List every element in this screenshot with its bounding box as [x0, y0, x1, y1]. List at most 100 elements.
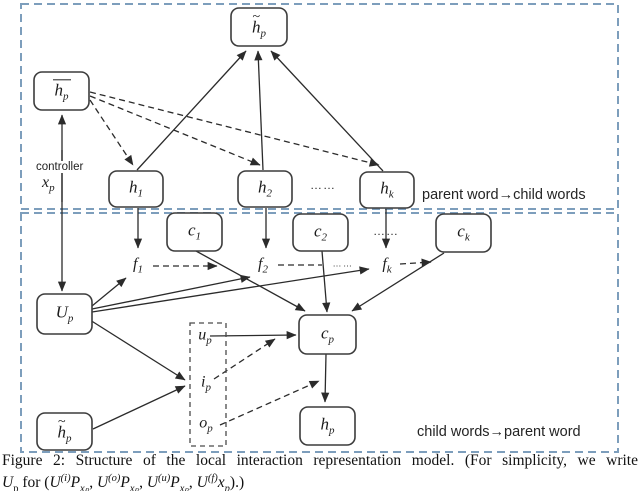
- label-dots-h: ……: [310, 178, 336, 192]
- label-f1: f1: [133, 256, 143, 275]
- edge-Up-to-fk: [91, 266, 370, 313]
- label-f1-sub: 1: [137, 263, 143, 276]
- node-ck-label: ck: [457, 222, 469, 243]
- label-fk-base: f: [382, 255, 387, 273]
- edge-c2-to-cp: [321, 250, 331, 313]
- node-h1-sub: 1: [137, 187, 144, 200]
- node-cp-base: c: [320, 322, 329, 342]
- node-hp-box: [299, 406, 356, 446]
- node-Up-sub: p: [67, 312, 74, 325]
- label-up-gate: up: [198, 327, 212, 346]
- node-hk-box: [359, 171, 415, 209]
- node-h1-box: [108, 170, 164, 208]
- caption-segment: P: [120, 474, 130, 491]
- caption-segment: U: [2, 474, 14, 491]
- edge-Up-to-ip: [89, 319, 186, 381]
- caption-segment: ,: [139, 474, 147, 491]
- label-op-gate: op: [199, 415, 213, 434]
- node-cp-label: cp: [321, 324, 334, 345]
- label-layer: parent word→child words child words→pare…: [35, 9, 586, 445]
- caption-segment: ,: [188, 474, 197, 491]
- node-hp-sub: p: [329, 424, 335, 437]
- label-ip-gate-base: i: [201, 373, 206, 391]
- node-c1-sub: 1: [195, 230, 202, 243]
- caption-segment: (i): [60, 473, 71, 484]
- node-h-bar-parent-base: h: [54, 80, 64, 100]
- label-op-gate-sub: p: [207, 422, 213, 435]
- edge-hbar-to-h2: [89, 95, 261, 166]
- node-cp-box: [298, 314, 357, 355]
- caption-segment: U: [96, 474, 109, 491]
- node-h1-base: h: [129, 177, 138, 197]
- node-h-tilde-child-label: ~hp: [57, 414, 72, 445]
- node-h-bar-parent-box: [33, 71, 90, 111]
- node-ck-box: [435, 213, 492, 253]
- label-op-gate-base: o: [199, 414, 208, 432]
- region-parent-to-child-border: [20, 3, 619, 210]
- caption-segment: P: [70, 474, 81, 491]
- node-h-tilde-child-box: [36, 412, 93, 451]
- caption-segment: ,: [89, 474, 97, 491]
- node-h-tilde-parent-accent: ~: [252, 9, 261, 25]
- edge-Up-to-f1: [91, 277, 127, 307]
- label-fk-sub: k: [386, 263, 392, 276]
- node-c2-base: c: [313, 220, 322, 240]
- node-c1-box: [166, 212, 223, 252]
- node-hk-base: h: [380, 178, 389, 198]
- node-c1-label: c1: [188, 221, 201, 242]
- controller-variable-sub: p: [49, 182, 55, 195]
- node-h-tilde-child-sub: p: [66, 432, 72, 445]
- node-h2-label: h2: [258, 178, 272, 199]
- caption-segment: (o): [108, 473, 121, 484]
- edge-fk-out-dashed: [399, 258, 432, 267]
- caption-segment: x: [217, 474, 225, 491]
- node-cp-sub: p: [328, 333, 335, 346]
- caption-segment: ).): [229, 474, 245, 491]
- caption-segment: P: [170, 474, 180, 491]
- label-f1-base: f: [133, 255, 138, 273]
- label-f2: f2: [258, 256, 268, 275]
- node-h-tilde-parent-box: [230, 7, 288, 47]
- caption-segment: xₚ: [129, 483, 140, 491]
- edge-htildechild-to-ip: [92, 385, 186, 430]
- caption-segment: U: [146, 474, 159, 491]
- edge-cp-to-hp: [321, 353, 330, 403]
- edge-hbar-to-h1: [89, 99, 134, 166]
- caption-segment: xₚ: [179, 483, 189, 491]
- node-hp-label: hp: [321, 415, 335, 436]
- controller-variable-base: x: [42, 174, 50, 191]
- caption-segment: U: [196, 474, 208, 491]
- figure-caption-line2: Up for (U(i)Pxₚ, U(o)Pxₚ, U(u)Pxₚ, U(f)x…: [2, 470, 638, 491]
- caption-segment: (f): [207, 473, 218, 484]
- label-fk: fk: [382, 256, 391, 275]
- edge-op-to-cphp-dashed: [219, 380, 320, 426]
- node-h-bar-parent-label: hp: [52, 79, 71, 103]
- label-dots-f: ……: [332, 258, 354, 269]
- node-h-tilde-child-base: h: [57, 421, 67, 441]
- node-ck-base: c: [457, 221, 465, 241]
- node-h-bar-parent-sub: p: [63, 90, 69, 103]
- region-label-child-to-parent: child words→parent word: [417, 424, 581, 440]
- node-hk-sub: k: [388, 188, 394, 201]
- caption-segment: for (: [18, 474, 50, 491]
- caption-segment: p: [13, 483, 19, 491]
- region-child-to-parent-border: [20, 212, 619, 453]
- label-f2-base: f: [258, 255, 263, 273]
- caption-segment: xₚ: [80, 483, 90, 491]
- node-c2-sub: 2: [321, 231, 328, 244]
- node-ck-sub: k: [464, 231, 470, 244]
- node-c2-label: c2: [314, 222, 327, 243]
- caption-segment: (u): [158, 473, 171, 484]
- node-hp-base: h: [320, 414, 330, 434]
- caption-segment: p: [224, 483, 230, 491]
- label-dots-c: ……: [373, 224, 399, 238]
- controller-variable: xp: [40, 174, 57, 195]
- node-Up-base: U: [55, 302, 68, 322]
- node-h-tilde-parent-sub: p: [260, 27, 267, 40]
- node-h2-base: h: [258, 177, 267, 197]
- label-f2-sub: 2: [262, 263, 268, 276]
- node-hk-label: hk: [380, 179, 393, 200]
- label-ip-gate: ip: [201, 374, 211, 393]
- node-Up-label: Up: [56, 303, 74, 324]
